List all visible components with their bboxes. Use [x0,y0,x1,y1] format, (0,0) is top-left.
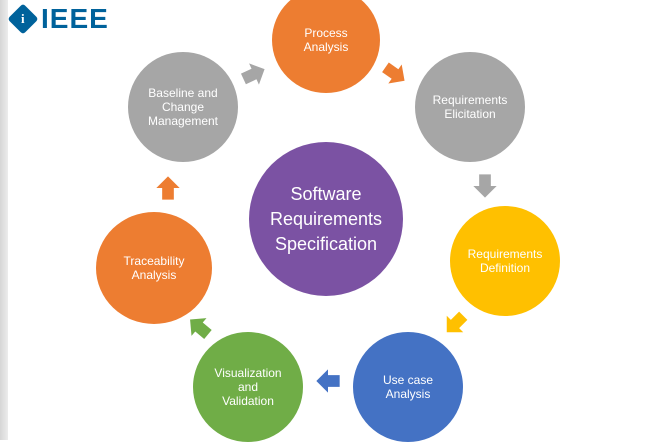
node-requirements-definition: Requirements Definition [450,206,560,316]
center-line-2: Requirements [269,208,383,229]
node-use-case-analysis: Use case Analysis [353,332,463,442]
node-visualization-validation: Visualization and Validation [193,332,303,442]
arrow-traceability-to-baseline-icon [156,176,180,200]
center-line-3: Specification [274,233,378,254]
ieee-logo: i IEEE [7,3,109,35]
ieee-diamond-icon: i [7,3,39,35]
left-edge-strip [0,0,8,440]
node-traceability-analysis: Traceability Analysis [96,212,212,324]
arrow-visualization-to-traceability-icon [190,318,212,339]
node-requirements-elicitation: Requirements Elicitation [415,52,525,162]
node-process-analysis: Process Analysis [272,0,380,93]
arrow-process-to-elicitation-icon [382,62,405,84]
ieee-wordmark: IEEE [41,3,109,34]
center-line-1: Software [290,183,362,204]
arrow-usecase-to-visualization-icon [316,369,340,393]
arrow-elicitation-to-definition-icon [473,174,497,198]
arrow-baseline-to-process-icon [240,63,265,85]
center-software-requirements-specification: Software Requirements Specification [249,142,403,296]
arrow-definition-to-usecase-icon [446,311,468,333]
node-baseline-change-management: Baseline and Change Management [128,52,238,162]
